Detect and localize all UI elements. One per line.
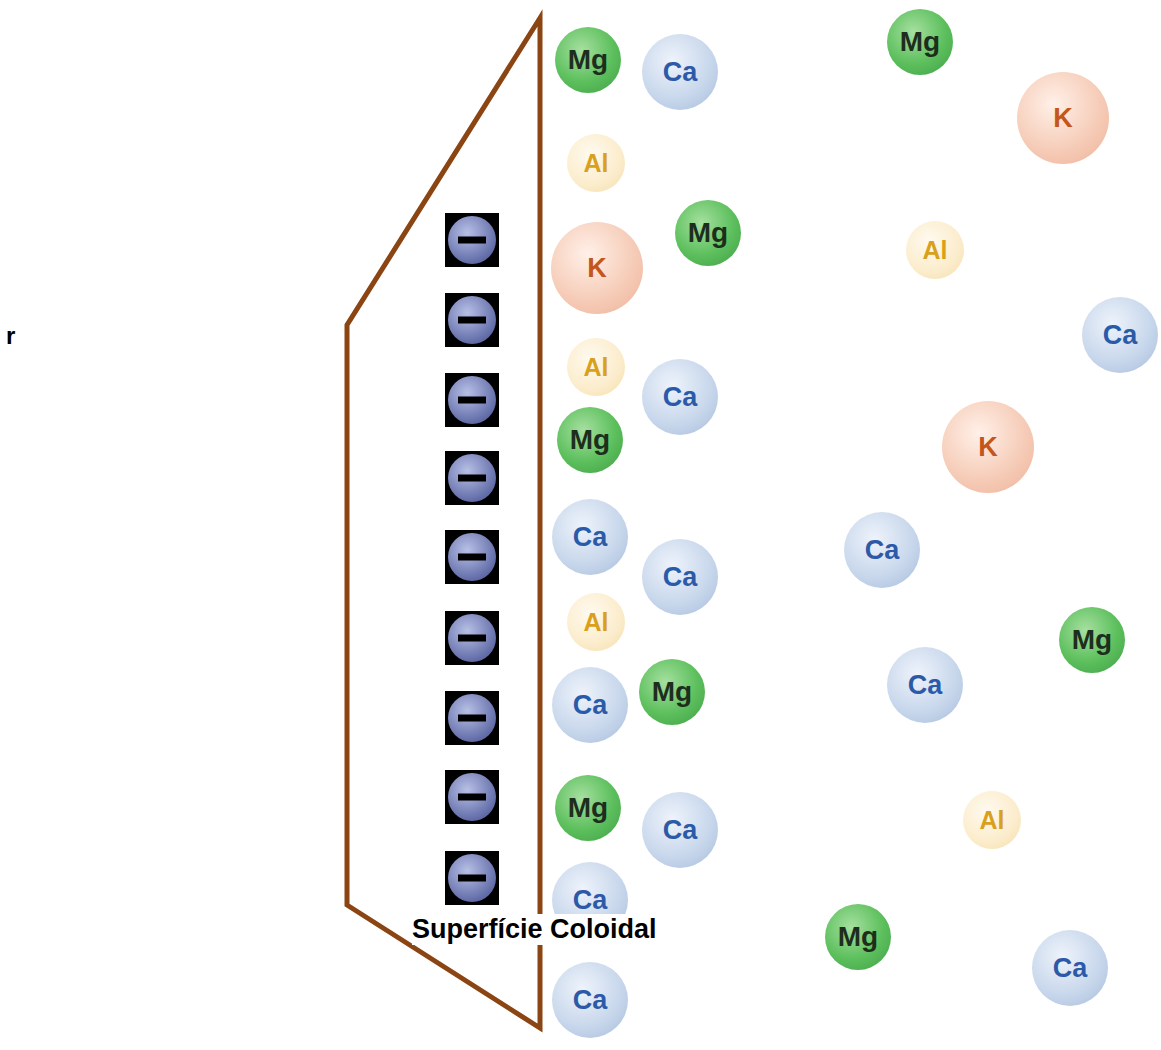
- ion-symbol: Ca: [1103, 322, 1138, 349]
- cation-circle: Ca: [844, 512, 920, 588]
- negative-charge: [445, 611, 499, 665]
- negative-charge: [445, 293, 499, 347]
- negative-charge: [445, 851, 499, 905]
- ion-symbol: Ca: [573, 692, 608, 719]
- ion-symbol: Ca: [908, 672, 943, 699]
- ion-symbol: K: [1053, 105, 1073, 132]
- ion-symbol: Mg: [838, 923, 878, 951]
- cation-circle: Ca: [642, 539, 718, 615]
- surface-label: Superfície Coloidal: [412, 914, 657, 945]
- ion-symbol: K: [978, 434, 998, 461]
- ion-symbol: Ca: [663, 384, 698, 411]
- cation-circle: Al: [567, 338, 625, 396]
- ion-symbol: Al: [980, 808, 1005, 833]
- cation-circle: Ca: [1082, 297, 1158, 373]
- cation-circle: Ca: [887, 647, 963, 723]
- cation-circle: Mg: [887, 9, 953, 75]
- negative-charge: [445, 451, 499, 505]
- negative-charge: [445, 373, 499, 427]
- negative-charge: [445, 213, 499, 267]
- ion-symbol: Al: [584, 151, 609, 176]
- ion-symbol: Ca: [663, 564, 698, 591]
- cation-circle: Ca: [552, 962, 628, 1038]
- ion-symbol: Ca: [573, 887, 608, 914]
- cation-circle: K: [1017, 72, 1109, 164]
- cation-circle: Ca: [642, 34, 718, 110]
- ion-symbol: Ca: [1053, 955, 1088, 982]
- negative-charge: [445, 530, 499, 584]
- ion-symbol: Mg: [568, 46, 608, 74]
- ion-symbol: Al: [584, 610, 609, 635]
- cation-circle: Mg: [555, 27, 621, 93]
- ion-symbol: Ca: [573, 987, 608, 1014]
- cation-circle: Ca: [1032, 930, 1108, 1006]
- cation-circle: Mg: [825, 904, 891, 970]
- negative-charges: [445, 213, 499, 905]
- cation-circle: K: [942, 401, 1034, 493]
- ion-symbol: Ca: [663, 817, 698, 844]
- cation-circle: Mg: [557, 407, 623, 473]
- cation-circle: Al: [567, 134, 625, 192]
- cation-circle: Mg: [555, 775, 621, 841]
- ion-symbol: Mg: [688, 219, 728, 247]
- cation-circle: Mg: [639, 659, 705, 725]
- cation-circle: Al: [906, 221, 964, 279]
- cation-circle: Mg: [1059, 607, 1125, 673]
- ion-symbol: Mg: [568, 794, 608, 822]
- cation-circle: Mg: [675, 200, 741, 266]
- ion-symbol: Ca: [663, 59, 698, 86]
- ion-symbol: Ca: [573, 524, 608, 551]
- ion-symbol: Mg: [1072, 626, 1112, 654]
- ion-symbol: Mg: [570, 426, 610, 454]
- cation-circle: Ca: [642, 792, 718, 868]
- cation-circle: K: [551, 222, 643, 314]
- cation-circle: Al: [567, 593, 625, 651]
- colloid-surface-outline: [347, 18, 540, 1028]
- ion-symbol: Al: [584, 355, 609, 380]
- ion-symbol: Al: [923, 238, 948, 263]
- cation-circle: Ca: [552, 499, 628, 575]
- negative-charge: [445, 691, 499, 745]
- cation-circle: Ca: [552, 667, 628, 743]
- ion-symbol: Ca: [865, 537, 900, 564]
- ion-symbol: Mg: [900, 28, 940, 56]
- ion-symbol: K: [587, 255, 607, 282]
- cation-circle: Al: [963, 791, 1021, 849]
- cut-label: r: [6, 322, 15, 350]
- negative-charge: [445, 770, 499, 824]
- ion-symbol: Mg: [652, 678, 692, 706]
- cation-circle: Ca: [642, 359, 718, 435]
